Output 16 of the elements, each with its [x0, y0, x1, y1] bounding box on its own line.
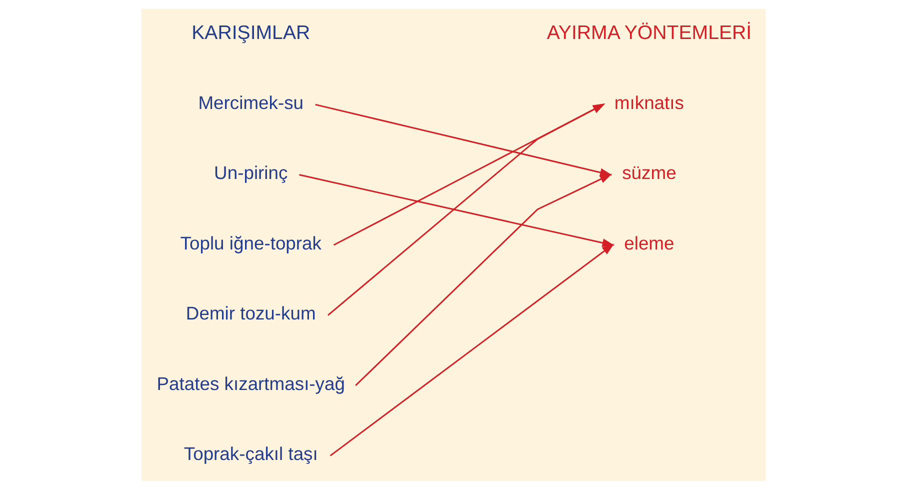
node-text: eleme — [624, 232, 674, 253]
node-text: Mercimek-su — [198, 91, 304, 112]
arrow — [299, 174, 615, 246]
node-text: Demir tozu-kum — [186, 302, 316, 324]
node-text: Toplu iğne-toprak — [180, 232, 322, 253]
arrow — [333, 103, 606, 246]
label: KARIŞIMLAR — [192, 22, 310, 44]
node-text: süzme — [622, 162, 676, 183]
arrow — [328, 103, 606, 316]
node-text: mıknatıs — [614, 91, 684, 112]
arrow — [330, 243, 614, 456]
node-text: Patates kızartması-yağ — [156, 372, 346, 394]
arrow — [355, 173, 612, 386]
node-text: Toprak-çakıl taşı — [184, 442, 318, 464]
node-text: Un-pirinç — [214, 162, 288, 183]
label: AYIRMA YÖNTEMLERİ — [546, 22, 752, 44]
